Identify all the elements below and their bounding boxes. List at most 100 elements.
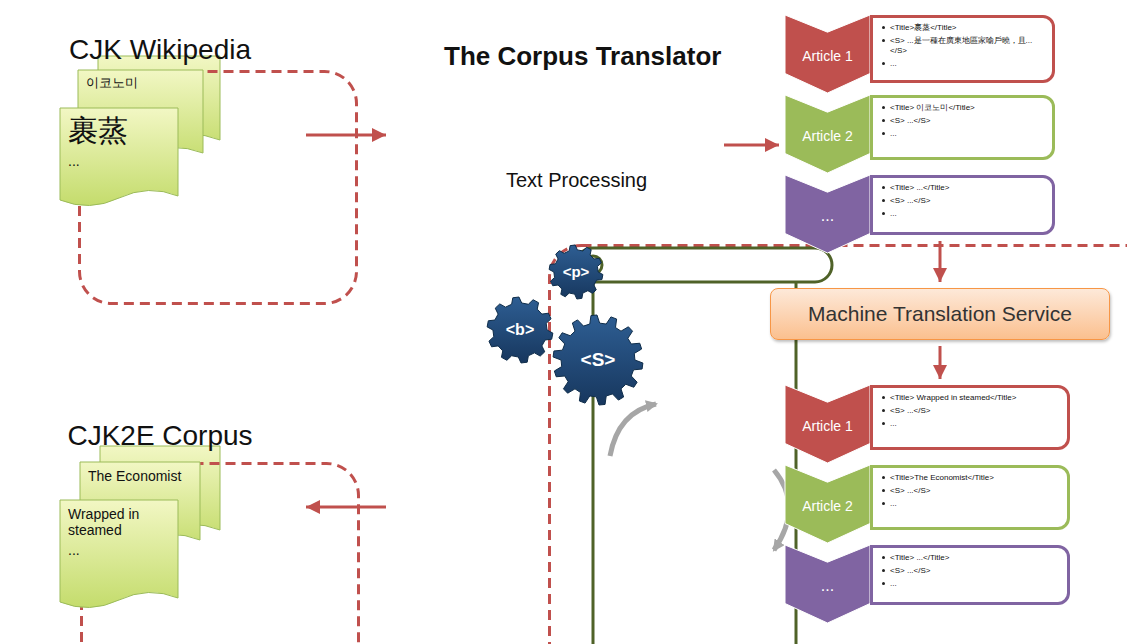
text-group: Machine Translation Service [771, 289, 1109, 339]
article-line: <Title> Wrapped in steamed</Title> [881, 393, 1059, 403]
page-outline [60, 500, 178, 608]
article-chevron: Article 1 [785, 15, 870, 93]
article-chevron: Article 2 [785, 95, 870, 173]
region-title: CJK Wikipedia [20, 34, 300, 66]
article-line: <S> ...</S> [881, 566, 1059, 576]
article-line: <Title> 이코노미</Title> [881, 103, 1044, 113]
node-label: 이코노미 [86, 76, 195, 91]
translator-region-shape [392, 14, 692, 164]
node-label: Machine Translation Service [808, 302, 1072, 326]
gear-outline [487, 297, 553, 363]
node-label: ... [821, 207, 834, 225]
text-group: <Title>裹蒸</Title> <S> ...是一種在廣東地區家喻戶曉，且..… [873, 18, 1052, 77]
node-label: Article 1 [802, 418, 853, 434]
article-box: <Title> Wrapped in steamed</Title> <S> ..… [870, 385, 1070, 450]
chevron-outline [785, 15, 870, 93]
text-group: Article 2 [789, 484, 866, 528]
text-group: <Title> ...</Title> <S> ...</S>... [873, 178, 1052, 227]
tag-label: <b> [506, 321, 534, 339]
node-label: ... [68, 542, 170, 558]
translator-region: <p><b><S>Text ProcessingArticle 1<Title>… [392, 14, 1120, 636]
flow-arrow [939, 241, 942, 282]
text-group: CJK Wikipedia [20, 34, 300, 66]
gear-outline [549, 245, 603, 299]
text-group: <Title>The Economist</Title> <S> ...</S>.… [873, 468, 1067, 517]
text-group: 裹蒸... [68, 114, 170, 173]
article-line: <Title>裹蒸</Title> [881, 23, 1044, 33]
flow-arrow [306, 134, 386, 137]
article-chevron: ... [785, 545, 870, 623]
chevron-outline [785, 175, 870, 253]
corpus-page: Wrapped in steamed... [60, 500, 178, 610]
text-group: <p> [548, 244, 604, 300]
article-line: <S> ...</S> [881, 406, 1059, 416]
processing-scroll: <p> <b> <S> Text Processing [430, 95, 718, 600]
node-label: Article 1 [802, 48, 853, 64]
text-group: ... [789, 194, 866, 238]
text-group: Wrapped in steamed... [68, 506, 170, 562]
node-label: Text Processing [475, 169, 678, 192]
chevron-outline [785, 385, 870, 463]
article-line: <Title> ...</Title> [881, 183, 1044, 193]
text-group: 이코노미 [86, 76, 195, 95]
article-chevron: ... [785, 175, 870, 253]
chevron-outline [785, 95, 870, 173]
article-line: ... [881, 419, 1059, 429]
node-label: Article 2 [802, 498, 853, 514]
region-title: The Corpus Translator [444, 42, 804, 72]
article-chevron: Article 2 [785, 465, 870, 543]
node-label: 裹蒸 [68, 114, 170, 149]
source-region: 이코노미 裹蒸... CJK Wikipedia [20, 20, 300, 255]
article-line: ... [881, 499, 1059, 509]
gear-outline [553, 315, 643, 405]
article-line: ... [881, 129, 1044, 139]
page-outline [60, 108, 178, 206]
article-line: ... [881, 579, 1059, 589]
article-line: <S> ...</S> [881, 486, 1059, 496]
node-label: Wrapped in steamed [68, 506, 170, 538]
article-line: ... [881, 209, 1044, 219]
text-group: Article 2 [789, 114, 866, 158]
text-group: <b> [486, 296, 554, 364]
article-box: <Title>裹蒸</Title> <S> ...是一種在廣東地區家喻戶曉，且..… [870, 15, 1055, 83]
text-group: Article 1 [789, 34, 866, 78]
text-group: The Corpus Translator [444, 42, 804, 72]
translation-service: Machine Translation Service [770, 288, 1110, 340]
tag-label: <S> [581, 349, 616, 371]
chevron-outline [785, 545, 870, 623]
article-line: <S> ...是一種在廣東地區家喻戶曉，且...</S> [881, 36, 1044, 56]
text-group: <S> [552, 314, 644, 406]
output-region: The EconomistWrapped in steamed... CJK2E … [20, 408, 300, 636]
node-label: ... [68, 153, 170, 169]
gear-symbol: <b> [486, 296, 554, 364]
article-line: ... [881, 59, 1044, 69]
text-group: CJK2E Corpus [20, 420, 300, 452]
node-label: ... [821, 577, 834, 595]
region-title: CJK2E Corpus [20, 420, 300, 452]
article-chevron: Article 1 [785, 385, 870, 463]
text-group: <Title> ...</Title> <S> ...</S>... [873, 548, 1067, 597]
tag-label: <p> [563, 263, 590, 280]
text-group: The Economist [88, 468, 192, 488]
text-group: ... [789, 564, 866, 608]
article-line: <S> ...</S> [881, 196, 1044, 206]
flow-arrow [939, 346, 942, 379]
scroll-body [593, 264, 796, 644]
flow-arrow [724, 144, 779, 147]
article-box: <Title>The Economist</Title> <S> ...</S>.… [870, 465, 1070, 530]
node-label: Article 2 [802, 128, 853, 144]
article-box: <Title> ...</Title> <S> ...</S>... [870, 545, 1070, 605]
article-line: <S> ...</S> [881, 116, 1044, 126]
article-line: <Title>The Economist</Title> [881, 473, 1059, 483]
article-line: <Title> ...</Title> [881, 553, 1059, 563]
text-group: <Title> Wrapped in steamed</Title> <S> ..… [873, 388, 1067, 437]
gear-symbol: <p> [548, 244, 604, 300]
gear-symbol: <S> [552, 314, 644, 406]
wiki-page: 裹蒸... [60, 108, 178, 208]
scroll-roll [576, 248, 832, 282]
rotation-arrow [610, 404, 656, 456]
article-box: <Title> ...</Title> <S> ...</S>... [870, 175, 1055, 235]
text-group: Text Processing [475, 169, 678, 192]
chevron-outline [785, 465, 870, 543]
